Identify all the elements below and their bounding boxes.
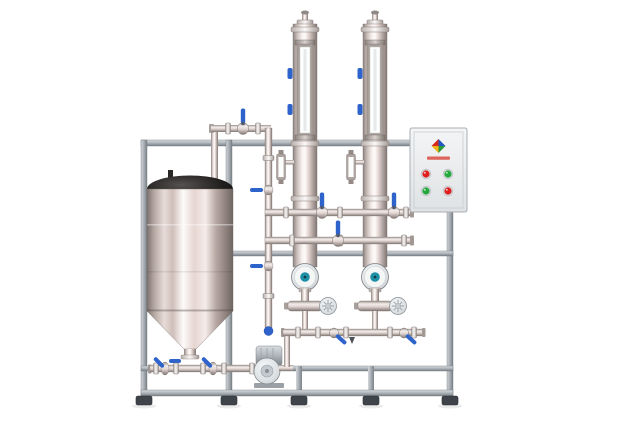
tank-bottom-edge bbox=[147, 309, 233, 311]
manifold-valve bbox=[332, 220, 344, 247]
brand-text-mark bbox=[427, 156, 450, 160]
outlet-clamp bbox=[180, 354, 200, 360]
lower-manifold bbox=[264, 220, 414, 247]
tank-weld-seam bbox=[147, 224, 233, 226]
pipe-end-cap bbox=[410, 235, 414, 246]
foot-5 bbox=[437, 395, 463, 409]
membrane-column-2 bbox=[347, 11, 407, 333]
indicator-light-2 bbox=[444, 170, 452, 178]
suction-valve-2 bbox=[201, 357, 218, 376]
feed-valve bbox=[237, 108, 249, 135]
side-valve bbox=[250, 184, 274, 196]
frame-mid-rail bbox=[225, 250, 454, 257]
frame-stub-post bbox=[296, 366, 302, 392]
frame-bottom-rail bbox=[140, 389, 454, 397]
indicator-light-3 bbox=[422, 187, 430, 195]
pump-hub bbox=[265, 369, 269, 373]
suction-line bbox=[148, 357, 267, 376]
sample-petcock bbox=[349, 337, 355, 344]
logo-triangle-green bbox=[438, 146, 446, 153]
tank-cone bbox=[146, 310, 234, 350]
light-glint bbox=[445, 171, 448, 174]
brand-logo bbox=[431, 139, 446, 153]
frame-stub-post bbox=[368, 366, 374, 392]
feed-tank bbox=[146, 170, 234, 363]
suction-valve-1 bbox=[153, 357, 170, 376]
membrane-column-1 bbox=[277, 11, 337, 333]
tank-vent-fitting bbox=[168, 170, 173, 179]
light-glint bbox=[423, 188, 426, 191]
indicator-lights bbox=[420, 168, 454, 197]
blue-valve-handle bbox=[153, 357, 165, 368]
blue-valve-handle bbox=[250, 264, 263, 268]
logo-triangle-yellow bbox=[431, 146, 439, 153]
foot-3 bbox=[286, 395, 312, 409]
control-panel bbox=[409, 127, 468, 213]
tank-weld-seam bbox=[147, 271, 233, 273]
light-glint bbox=[423, 171, 426, 174]
tank-riser-pipe bbox=[211, 131, 218, 179]
indicator-light-4 bbox=[444, 187, 452, 195]
blue-valve-handle bbox=[201, 357, 213, 368]
indicator-light-1 bbox=[422, 170, 430, 178]
bottom-drain-manifold bbox=[281, 326, 426, 346]
pump-discharge-pipe bbox=[279, 365, 293, 371]
tank-outlet-neck bbox=[184, 349, 196, 357]
feed-piping bbox=[209, 108, 275, 336]
upper-manifold bbox=[264, 192, 414, 219]
centrifugal-pump bbox=[253, 334, 293, 388]
valve-body bbox=[263, 260, 274, 272]
pipe-end-cap bbox=[422, 328, 426, 337]
foot-1 bbox=[131, 395, 157, 409]
discharge-riser bbox=[284, 334, 290, 367]
light-glint bbox=[445, 188, 448, 191]
logo-triangle-red bbox=[431, 139, 439, 146]
manifold-valve bbox=[388, 192, 400, 219]
foot-4 bbox=[358, 395, 384, 409]
tank-body bbox=[146, 188, 234, 312]
frame-left-post bbox=[140, 139, 148, 399]
foot-2 bbox=[216, 395, 242, 409]
side-valve bbox=[250, 260, 274, 272]
panel-door-seam bbox=[413, 131, 464, 209]
tank-outlet-valve bbox=[169, 359, 181, 363]
blue-valve-handle bbox=[250, 188, 263, 192]
blue-ball-end bbox=[263, 326, 274, 336]
logo-triangle-blue bbox=[438, 139, 446, 146]
blue-valve-handle bbox=[169, 359, 181, 363]
pump-base bbox=[254, 383, 284, 388]
valve-body bbox=[263, 184, 274, 196]
